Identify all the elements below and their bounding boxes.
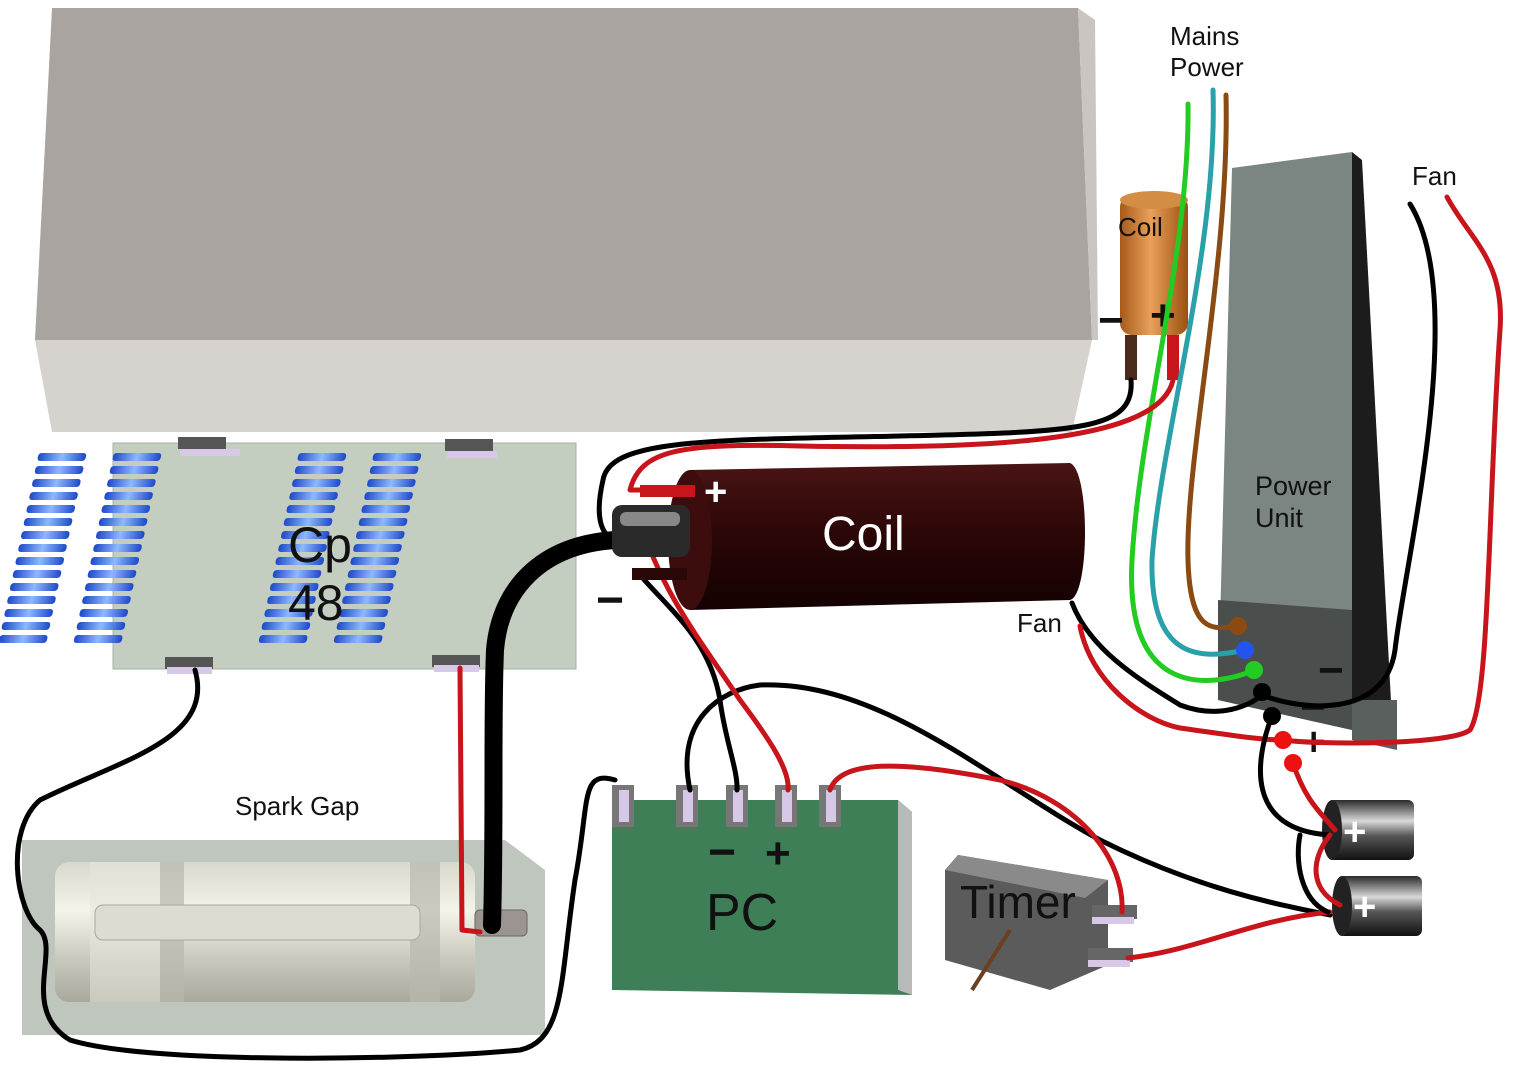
spring-coil-turn xyxy=(275,557,325,565)
spring-coil-turn xyxy=(269,583,319,591)
small-coil-label: Coil xyxy=(1118,212,1163,242)
spring-coil-turn xyxy=(101,505,151,513)
spring-coil-turn xyxy=(18,544,67,552)
spring-coil-turn xyxy=(353,544,402,552)
battery-2: + xyxy=(1332,876,1422,936)
power-unit-terminals xyxy=(1229,617,1302,772)
spring-coil-turn xyxy=(350,557,400,565)
spring-coil-turn xyxy=(364,492,413,500)
spring-coil-turn xyxy=(7,596,56,604)
spring-coil-turn xyxy=(361,505,411,513)
mains-label-line1: Mains xyxy=(1170,21,1239,51)
spring-coil-turn xyxy=(347,570,397,578)
spring-coil-turn xyxy=(29,492,78,500)
spring-coil-turn xyxy=(93,544,142,552)
spring-coil-turn xyxy=(358,518,408,526)
battery-2-plus: + xyxy=(1353,885,1376,929)
power-unit-label-line2: Unit xyxy=(1255,503,1304,533)
spring-coil-turn xyxy=(367,479,416,487)
small-coil-minus: − xyxy=(1098,296,1124,345)
power-unit-minus-1: − xyxy=(1318,646,1344,695)
spring-coil-turn xyxy=(34,466,84,474)
spring-coil-turn xyxy=(272,570,322,578)
fan-top-label: Fan xyxy=(1412,161,1457,191)
big-coil-label: Coil xyxy=(822,508,905,561)
spring-coil-turn xyxy=(281,531,330,539)
spring-coil-turn xyxy=(98,518,148,526)
spring-coil-turn xyxy=(339,609,388,617)
big-coil-minus: − xyxy=(596,574,624,627)
spring-coil-turn xyxy=(32,479,81,487)
timer-label: Timer xyxy=(960,876,1076,928)
pc-plus-label: + xyxy=(765,829,791,878)
spring-coil-turn xyxy=(297,453,347,461)
spring-coil-turn xyxy=(372,453,422,461)
battery-1-plus: + xyxy=(1343,810,1366,854)
big-coil: Coil + − xyxy=(596,463,1085,627)
spring-coil-turn xyxy=(12,570,62,578)
cp-label-line1: Cp xyxy=(288,517,352,573)
spring-coil-turn xyxy=(90,557,140,565)
mains-label-line2: Power xyxy=(1170,52,1244,82)
spring-coil-turn xyxy=(96,531,145,539)
spring-coil-turn xyxy=(292,479,341,487)
spring-coil-turn xyxy=(15,557,65,565)
mains-power-label: Mains Power xyxy=(1170,21,1244,82)
spring-coil-turn xyxy=(278,544,327,552)
cabinet xyxy=(35,8,1098,432)
spring-coil-turn xyxy=(104,492,153,500)
spring-coil-turn xyxy=(9,583,59,591)
spring-coil-turn xyxy=(1,622,51,630)
big-coil-plus: + xyxy=(704,470,727,514)
power-unit-label-line1: Power xyxy=(1255,471,1332,501)
spring-coil-turn xyxy=(112,453,162,461)
spring-coil-turn xyxy=(109,466,159,474)
spring-coil-turn xyxy=(289,492,338,500)
spring-coil-turn xyxy=(82,596,131,604)
spring-coil-turn xyxy=(258,635,308,643)
pc-board: − + PC xyxy=(612,785,912,995)
timer: Timer xyxy=(945,855,1137,992)
spring-coil-turn xyxy=(333,635,383,643)
small-coil: Coil − + xyxy=(1098,191,1188,380)
spring-coil-turn xyxy=(87,570,137,578)
cp-label-line2: 48 xyxy=(288,575,344,631)
spring-coil-turn xyxy=(4,609,53,617)
spring-coil-turn xyxy=(264,609,313,617)
spring-coil-turn xyxy=(21,531,70,539)
capacitor-springs xyxy=(0,453,422,643)
spring-coil-turn xyxy=(283,518,333,526)
spring-coil-turn xyxy=(342,596,391,604)
power-unit: Power Unit − − + xyxy=(1218,152,1397,764)
spring-coil-turn xyxy=(336,622,386,630)
spring-coil-turn xyxy=(0,635,48,643)
spring-coil-turn xyxy=(107,479,156,487)
spark-gap: Spark Gap xyxy=(22,791,545,1035)
wires xyxy=(14,87,1503,1061)
spring-coil-turn xyxy=(37,453,87,461)
spring-coil-turn xyxy=(286,505,336,513)
spring-coil-turn xyxy=(261,622,311,630)
spring-coil-turn xyxy=(79,609,128,617)
spring-coil-turn xyxy=(84,583,134,591)
spring-coil-turn xyxy=(294,466,344,474)
fan-coil-label: Fan xyxy=(1017,608,1062,638)
spark-gap-label: Spark Gap xyxy=(235,791,359,821)
pc-label: PC xyxy=(706,884,778,942)
spring-coil-turn xyxy=(267,596,316,604)
pc-minus-label: − xyxy=(708,826,736,879)
spring-coil-turn xyxy=(26,505,76,513)
spring-coil-turn xyxy=(23,518,73,526)
spring-coil-turn xyxy=(369,466,419,474)
spring-coil-turn xyxy=(356,531,405,539)
battery-1: + xyxy=(1322,800,1414,860)
pc-terminals xyxy=(612,785,841,827)
spring-coil-turn xyxy=(344,583,394,591)
spring-coil-turn xyxy=(76,622,126,630)
spring-coil-turn xyxy=(73,635,123,643)
